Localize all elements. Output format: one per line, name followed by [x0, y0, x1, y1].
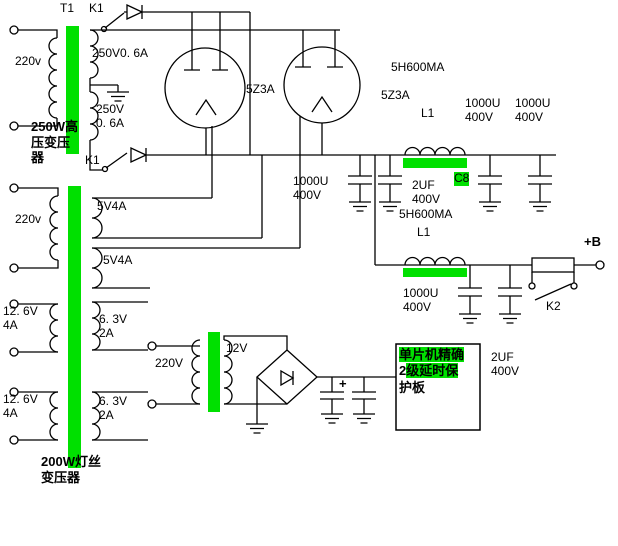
ground-icon — [378, 201, 402, 212]
ground-icon — [352, 413, 376, 424]
label-fil-transformer-name: 200W灯丝 变压器 — [41, 454, 101, 485]
fil-5v1-coil — [91, 197, 103, 239]
label-fil-5v-1: 5V4A — [97, 199, 127, 213]
choke2-core — [403, 268, 467, 277]
ground-icon — [245, 423, 269, 434]
label-fil-5v-2: 5V4A — [103, 253, 133, 267]
soft-start-resistor — [531, 257, 575, 273]
fil-12v2-coil — [49, 391, 59, 441]
fil-12v1-coil — [49, 303, 59, 353]
board-line2: 级延时保 — [406, 363, 459, 379]
cap-e-symbol — [458, 265, 482, 324]
label-fil-6v-2: 6. 3V 2A — [99, 394, 128, 422]
hv-secondary-coil-top — [89, 29, 99, 79]
choke2-symbol — [403, 256, 467, 277]
cap-d-symbol — [528, 155, 552, 212]
protection-board-text: 单片机精确 2级延时保 护板 — [399, 347, 465, 396]
label-cap-c: 1000U 400V — [465, 96, 501, 124]
bridge-rectifier-symbol — [245, 349, 396, 434]
label-choke1-rating: 5H600MA — [391, 60, 445, 74]
cap-a-symbol — [348, 155, 372, 212]
label-k2: K2 — [546, 299, 561, 313]
aux-primary-coil — [191, 339, 201, 405]
cap-c-symbol — [478, 155, 502, 212]
label-cap-e: 1000U 400V — [403, 286, 439, 314]
label-fil-12v-1: 12. 6V 4A — [3, 304, 38, 332]
label-hv-transformer-name: 250W高 压变压 器 — [31, 119, 78, 166]
label-k1-mid: K1 — [85, 153, 100, 167]
tube2-filament — [311, 95, 333, 113]
label-hv-primary: 220v — [15, 54, 42, 68]
fil-6v1-coil — [91, 301, 101, 351]
aux-transformer-symbol — [147, 332, 288, 412]
label-fil-6v-1: 6. 3V 2A — [99, 312, 128, 340]
label-cap-b: 2UF 400V — [412, 178, 441, 206]
label-aux-primary: 220V — [155, 356, 184, 370]
label-c8: C8 — [454, 171, 470, 186]
filament-transformer-symbol — [9, 116, 301, 468]
fil-primary-coil — [49, 195, 59, 261]
label-choke2-rating: 5H600MA — [399, 207, 453, 221]
fil-6v2-coil — [91, 391, 101, 441]
ground-icon — [348, 201, 372, 212]
label-choke1: L1 — [421, 106, 435, 120]
tube1-filament — [195, 98, 217, 116]
label-t1: T1 — [60, 1, 75, 15]
k1-top-switch-diode — [100, 3, 250, 33]
label-fil-primary: 220v — [15, 212, 42, 226]
ground-icon — [458, 313, 482, 324]
hv-core — [66, 26, 79, 154]
label-k1-top: K1 — [89, 1, 104, 15]
tube1-symbol — [164, 47, 246, 155]
label-cap-a: 1000U 400V — [293, 174, 329, 202]
plus-b-terminal — [595, 260, 605, 270]
tube2-symbol — [283, 46, 361, 155]
k2-switch-symbol — [528, 272, 578, 301]
label-aux-secondary: 12V — [226, 341, 248, 355]
label-cap-d: 1000U 400V — [515, 96, 551, 124]
board-line2-prefix: 2 — [399, 363, 407, 379]
ground-icon — [498, 313, 522, 324]
board-line1: 单片机精确 — [399, 347, 465, 362]
aux-core — [208, 332, 220, 412]
ground-icon — [478, 201, 502, 212]
label-fil-12v-2: 12. 6V 4A — [3, 392, 38, 420]
label-plus-b: +B — [584, 234, 601, 249]
label-cap-f: 2UF 400V — [491, 350, 520, 378]
ground-icon — [528, 201, 552, 212]
aux-cap1-symbol — [320, 377, 344, 424]
hv-secondary-coil-bottom — [89, 91, 99, 150]
filament-feed-wires — [92, 116, 301, 289]
label-hv-secondary-top: 250V0. 6A — [92, 46, 149, 60]
label-plus-sign: + — [339, 376, 347, 391]
fil-5v2-coil — [91, 247, 103, 289]
plate-wiring — [90, 12, 340, 155]
hv-primary-coil — [48, 37, 58, 119]
fil-core — [68, 186, 81, 468]
board-line3: 护板 — [399, 379, 426, 395]
label-hv-secondary-bottom: 250V 0. 6A — [96, 102, 125, 130]
cap-f-symbol — [498, 265, 522, 324]
aux-secondary-coil — [223, 339, 233, 405]
hv-transformer-symbol — [9, 25, 130, 154]
k1-mid-switch-diode — [89, 146, 148, 173]
label-choke2: L1 — [417, 225, 431, 239]
label-tube2: 5Z3A — [381, 88, 410, 102]
aux-cap2-symbol — [352, 377, 376, 424]
hv-center-tap — [89, 78, 119, 92]
cap-b-symbol — [378, 155, 402, 212]
choke1-core — [403, 158, 467, 168]
choke1-symbol — [403, 146, 467, 168]
ground-icon — [106, 91, 130, 102]
ground-icon — [320, 413, 344, 424]
label-tube1: 5Z3A — [246, 82, 275, 96]
